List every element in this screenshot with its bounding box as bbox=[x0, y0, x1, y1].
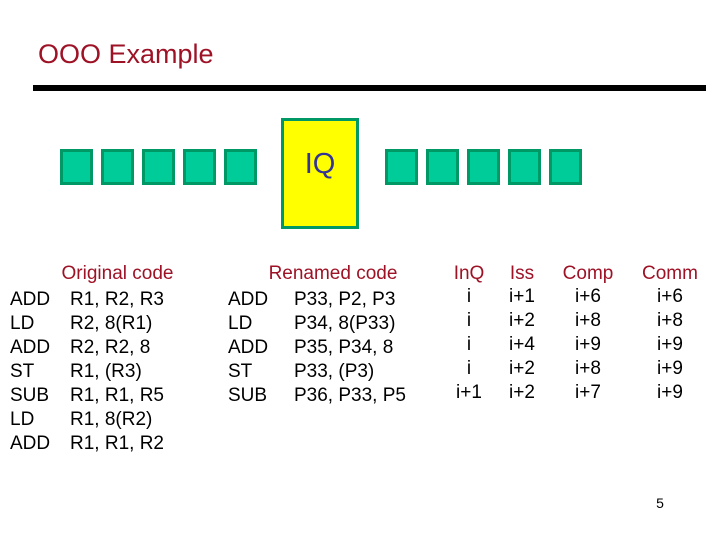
original-code-row: LD R1, 8(R2) bbox=[10, 408, 235, 432]
original-code-opcode: ST bbox=[10, 361, 35, 382]
original-code-header: Original code bbox=[61, 263, 174, 284]
queue-slot-left-2 bbox=[101, 149, 134, 185]
renamed-code-row: ADD P33, P2, P3 bbox=[228, 288, 443, 312]
original-code-row: ADD R1, R2, R3 bbox=[10, 288, 235, 312]
iq-box: IQ bbox=[281, 118, 359, 229]
renamed-code-opcode: ADD bbox=[228, 289, 269, 310]
renamed-code-operands: P33, (P3) bbox=[294, 361, 375, 382]
original-code-opcode: LD bbox=[10, 409, 35, 430]
renamed-code-operands: P36, P33, P5 bbox=[294, 385, 406, 406]
original-code-row: SUB R1, R1, R5 bbox=[10, 384, 235, 408]
original-code-opcode: ADD bbox=[10, 433, 51, 454]
renamed-code-opcode: SUB bbox=[228, 385, 268, 406]
timing-table-cell: i+9 bbox=[575, 334, 601, 355]
original-code-operands: R1, R1, R2 bbox=[70, 433, 164, 454]
queue-slot-left-4 bbox=[183, 149, 216, 185]
original-code-opcode: SUB bbox=[10, 385, 50, 406]
renamed-code-row: ADD P35, P34, 8 bbox=[228, 336, 443, 360]
original-code-operands: R2, 8(R1) bbox=[70, 313, 153, 334]
original-code-operands: R2, R2, 8 bbox=[70, 337, 151, 358]
original-code-operands: R1, R2, R3 bbox=[70, 289, 164, 310]
timing-table-cell: i+4 bbox=[509, 334, 535, 355]
renamed-code-rows: ADD P33, P2, P3 LD P34, 8(P33) ADD P35, P34, … bbox=[228, 288, 443, 408]
queue-slot-left-5 bbox=[224, 149, 257, 185]
timing-table-row: i i+1 i+6 i+6 bbox=[443, 285, 713, 309]
original-code-row: LD R2, 8(R1) bbox=[10, 312, 235, 336]
title-divider bbox=[33, 85, 706, 91]
timing-table-cell: i+8 bbox=[575, 310, 601, 331]
timing-header-comp: Comp bbox=[562, 263, 614, 284]
timing-table-cell: i+2 bbox=[509, 358, 535, 379]
original-code-row: ST R1, (R3) bbox=[10, 360, 235, 384]
timing-table-cell: i+7 bbox=[575, 382, 601, 403]
original-code-opcode: LD bbox=[10, 313, 35, 334]
renamed-code-row: LD P34, 8(P33) bbox=[228, 312, 443, 336]
timing-table-cell: i bbox=[466, 310, 472, 331]
renamed-code-opcode: LD bbox=[228, 313, 253, 334]
queue-slot-left-3 bbox=[142, 149, 175, 185]
timing-table-row: i i+2 i+8 i+8 bbox=[443, 309, 713, 333]
renamed-code-row: ST P33, (P3) bbox=[228, 360, 443, 384]
timing-header-iss: Iss bbox=[509, 263, 535, 284]
timing-table-cell: i+9 bbox=[657, 334, 683, 355]
original-code-opcode: ADD bbox=[10, 289, 51, 310]
timing-header-inq: InQ bbox=[453, 263, 485, 284]
timing-table-cell: i+1 bbox=[456, 382, 482, 403]
original-code-opcode: ADD bbox=[10, 337, 51, 358]
renamed-code-header: Renamed code bbox=[268, 263, 398, 284]
original-code-operands: R1, 8(R2) bbox=[70, 409, 153, 430]
timing-table-cell: i+9 bbox=[657, 382, 683, 403]
timing-header-comm: Comm bbox=[642, 263, 698, 284]
original-code-row: ADD R2, R2, 8 bbox=[10, 336, 235, 360]
renamed-code-opcode: ST bbox=[228, 361, 253, 382]
original-code-operands: R1, (R3) bbox=[70, 361, 142, 382]
timing-table-cell: i+8 bbox=[657, 310, 683, 331]
original-code-operands: R1, R1, R5 bbox=[70, 385, 164, 406]
page-number: 5 bbox=[656, 495, 664, 511]
original-code-row: ADD R1, R1, R2 bbox=[10, 432, 235, 456]
timing-table-cell: i+9 bbox=[657, 358, 683, 379]
iq-box-label: IQ bbox=[304, 148, 336, 180]
instruction-queue-diagram: IQ bbox=[0, 118, 720, 236]
renamed-code-column: Renamed code ADD P33, P2, P3 LD P34, 8(P33)… bbox=[228, 262, 443, 406]
timing-table-header-row: InQ Iss Comp Comm bbox=[443, 262, 713, 285]
timing-table-cell: i+8 bbox=[575, 358, 601, 379]
timing-table-cell: i+6 bbox=[575, 286, 601, 307]
queue-slot-right-2 bbox=[426, 149, 459, 185]
renamed-code-operands: P35, P34, 8 bbox=[294, 337, 394, 358]
queue-slot-left-1 bbox=[60, 149, 93, 185]
timing-table-cell: i+2 bbox=[509, 310, 535, 331]
queue-slot-right-3 bbox=[467, 149, 500, 185]
timing-table-row: i+1 i+2 i+7 i+9 bbox=[443, 381, 713, 405]
page-title: OOO Example bbox=[38, 39, 214, 69]
renamed-code-row: SUB P36, P33, P5 bbox=[228, 384, 443, 408]
timing-table-cell: i+1 bbox=[509, 286, 535, 307]
timing-table-cell: i+2 bbox=[509, 382, 535, 403]
timing-table-cell: i bbox=[466, 334, 472, 355]
renamed-code-operands: P34, 8(P33) bbox=[294, 313, 396, 334]
timing-table-body: i i+1 i+6 i+6 i i+2 i+8 i+8 i i+4 i+9 i+9 i i+2 i+8 i+9… bbox=[443, 285, 713, 405]
timing-table-cell: i bbox=[466, 286, 472, 307]
renamed-code-opcode: ADD bbox=[228, 337, 269, 358]
renamed-code-operands: P33, P2, P3 bbox=[294, 289, 396, 310]
queue-slot-right-5 bbox=[549, 149, 582, 185]
queue-slot-right-1 bbox=[385, 149, 418, 185]
queue-slot-right-4 bbox=[508, 149, 541, 185]
timing-table-cell: i+6 bbox=[657, 286, 683, 307]
timing-table-row: i i+4 i+9 i+9 bbox=[443, 333, 713, 357]
original-code-rows: ADD R1, R2, R3 LD R2, 8(R1) ADD R2, R2, 8 ST R1… bbox=[10, 288, 235, 456]
timing-table-cell: i bbox=[466, 358, 472, 379]
timing-table-row: i i+2 i+8 i+9 bbox=[443, 357, 713, 381]
